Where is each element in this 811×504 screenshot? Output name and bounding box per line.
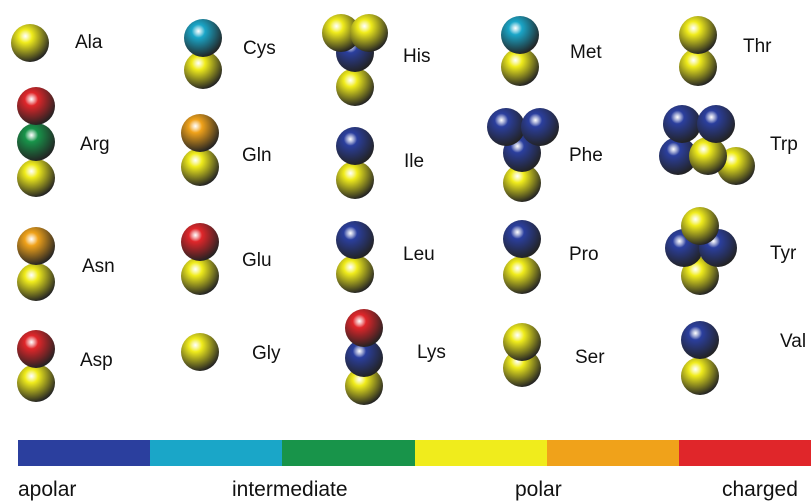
scale-segment-orange [546,440,679,466]
residue-arg [17,87,55,197]
bead-yellow [679,16,717,54]
bead-yellow [17,263,55,301]
bead-red [17,330,55,368]
scale-label-intermediate: intermediate [232,478,348,501]
bead-yellow [689,137,727,175]
residue-met [501,16,539,86]
scale-segment-apolar [18,440,151,466]
residue-tyr [665,207,737,295]
bead-cyan [184,19,222,57]
residue-label-gly: Gly [252,343,281,364]
bead-red [17,87,55,125]
polarity-scale-bar [18,440,811,466]
residue-label-asp: Asp [80,350,113,371]
bead-blue [659,137,697,175]
residue-pro [503,220,541,294]
bead-yellow [181,333,219,371]
residue-phe [487,108,559,202]
bead-orange [181,114,219,152]
bead-yellow [350,14,388,52]
bead-yellow [345,367,383,405]
bead-yellow [503,323,541,361]
residue-label-phe: Phe [569,145,603,166]
residue-gln [181,114,219,186]
residue-label-glu: Glu [242,250,272,271]
bead-yellow [17,159,55,197]
bead-blue [681,321,719,359]
bead-yellow [501,48,539,86]
bead-red [181,223,219,261]
bead-blue [503,220,541,258]
scale-segment-green [282,440,415,466]
bead-blue [663,105,701,143]
bead-blue [345,339,383,377]
residue-label-leu: Leu [403,244,435,265]
residue-his [322,14,388,106]
bead-blue [336,221,374,259]
bead-yellow [503,256,541,294]
bead-yellow [679,48,717,86]
residue-cys [184,19,222,89]
bead-yellow [17,364,55,402]
residue-trp [659,105,755,185]
bead-cyan [501,16,539,54]
residue-val [681,321,719,395]
residue-label-val: Val [780,331,807,352]
bead-green [17,123,55,161]
bead-blue [697,105,735,143]
residue-ser [503,323,541,387]
bead-yellow [503,349,541,387]
bead-yellow [681,207,719,245]
scale-segment-polar [414,440,547,466]
bead-yellow [322,14,360,52]
residue-glu [181,223,219,295]
bead-yellow [184,51,222,89]
residue-lys [345,309,383,405]
residue-label-his: His [403,46,431,67]
bead-yellow [336,161,374,199]
residue-label-cys: Cys [243,38,276,59]
residue-label-asn: Asn [82,256,115,277]
bead-yellow [181,148,219,186]
bead-blue [487,108,525,146]
bead-orange [17,227,55,265]
scale-label-apolar: apolar [18,478,77,501]
residue-asn [17,227,55,301]
residue-label-gln: Gln [242,145,272,166]
residue-label-thr: Thr [743,36,772,57]
residue-label-pro: Pro [569,244,599,265]
bead-yellow [336,255,374,293]
residue-gly [181,333,219,371]
residue-asp [17,330,55,402]
scale-label-charged: charged [722,478,798,501]
bead-blue [521,108,559,146]
residue-ile [336,127,374,199]
bead-yellow [681,257,719,295]
bead-blue [336,127,374,165]
residue-thr [679,16,717,86]
bead-yellow [181,257,219,295]
bead-yellow [11,24,49,62]
residue-ala [11,24,49,62]
residue-label-tyr: Tyr [770,243,797,264]
bead-yellow [681,357,719,395]
residue-label-ile: Ile [404,151,425,172]
bead-yellow [503,164,541,202]
bead-red [345,309,383,347]
residue-label-ala: Ala [75,32,103,53]
scale-segment-intermediate [150,440,283,466]
bead-yellow [336,68,374,106]
residue-label-lys: Lys [417,342,446,363]
residue-leu [336,221,374,293]
residue-label-met: Met [570,42,602,63]
residue-label-arg: Arg [80,134,110,155]
scale-label-polar: polar [515,478,562,501]
residue-label-ser: Ser [575,347,605,368]
residue-label-trp: Trp [770,134,798,155]
scale-segment-charged [678,440,811,466]
